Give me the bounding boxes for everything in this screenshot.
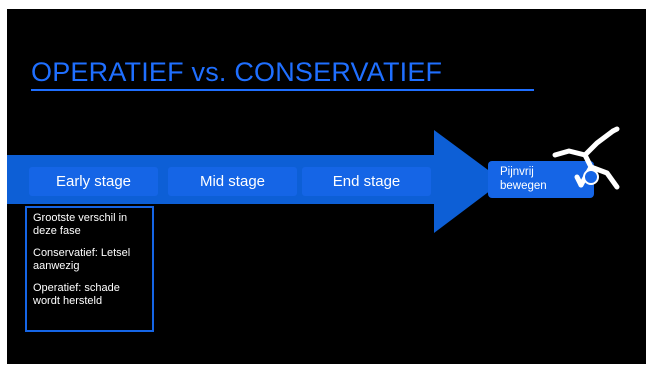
slide-title: OPERATIEF vs. CONSERVATIEF bbox=[31, 57, 443, 87]
person-cartwheel-icon bbox=[552, 126, 620, 190]
goal-line-2: bewegen bbox=[500, 180, 547, 192]
goal-box: Pijnvrij bewegen bbox=[488, 161, 594, 198]
title-underline bbox=[31, 89, 534, 91]
stage-end-box: End stage bbox=[302, 167, 431, 196]
slide: OPERATIEF vs. CONSERVATIEF Early stage M… bbox=[7, 9, 646, 364]
note-line-1: Grootste verschil in deze fase bbox=[33, 212, 128, 237]
stage-mid-box: Mid stage bbox=[168, 167, 297, 196]
early-stage-note: Grootste verschil in deze fase Conservat… bbox=[25, 206, 154, 332]
note-line-3: Operatief: schade wordt hersteld bbox=[33, 282, 120, 307]
stage-early-box: Early stage bbox=[29, 167, 158, 196]
note-line-2: Conservatief: Letsel aanwezig bbox=[33, 247, 131, 272]
goal-line-1: Pijnvrij bbox=[500, 166, 534, 178]
